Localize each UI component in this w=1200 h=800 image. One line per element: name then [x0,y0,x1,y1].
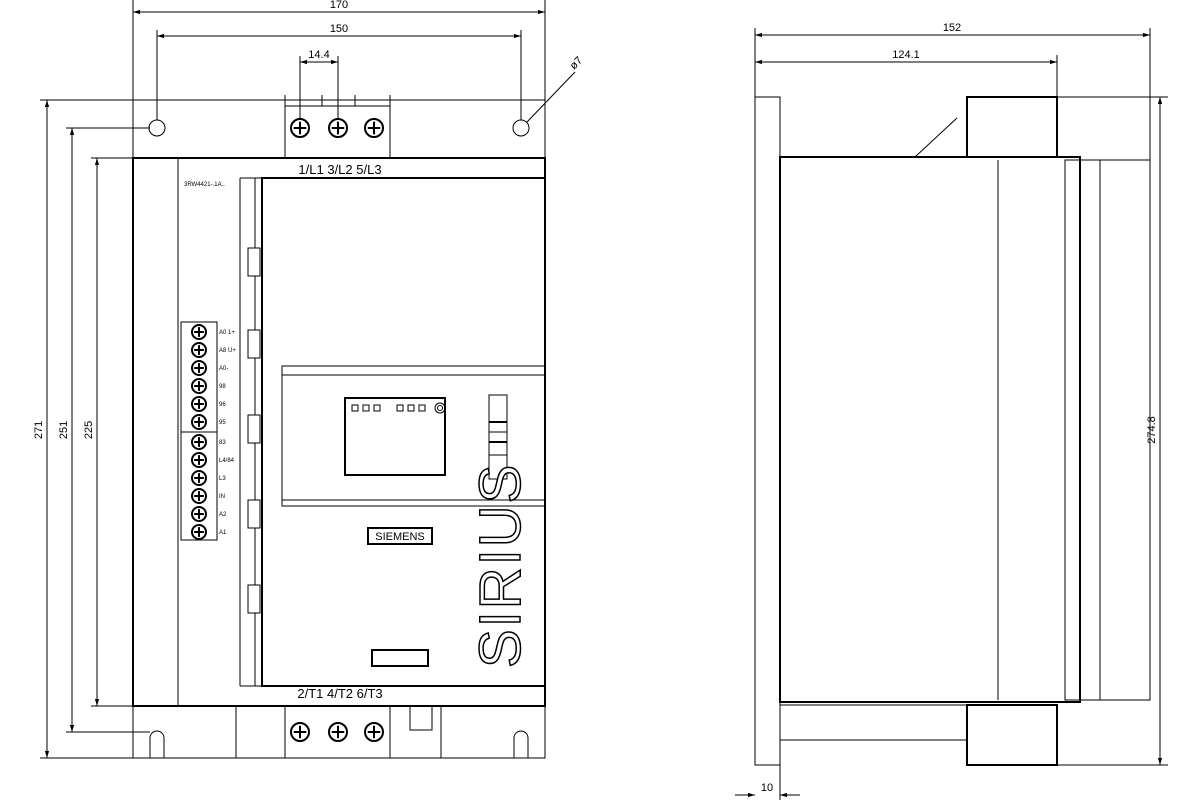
side-front-cover-edge [1099,159,1151,701]
control-terminal-label: 96 [219,402,226,408]
control-terminal-screw [191,488,207,504]
power-terminal-screw-top [328,118,348,138]
mounting-hole-right [512,119,530,137]
slide-switch [488,394,508,480]
type-label: 3RW4421-.1A.. [184,182,225,188]
side-top-outline [1056,80,1151,160]
bottom-terminal-labels: 2/T1 4/T2 6/T3 [297,686,382,701]
side-view: 152 124.1 274.8 10 [735,22,1168,800]
control-terminal-label: 95 [219,420,226,426]
control-terminal-label: A2 [219,512,227,518]
top-terminal-labels: 1/L1 3/L2 5/L3 [298,162,381,177]
side-top-terminal [966,96,1058,158]
dim-225: 225 [83,421,95,439]
control-terminal-screw [191,524,207,540]
front-view: SIEMENS SIRIUS A0 1+ A8 U+ A0- 98 96 95 83L4/8… [33,0,586,759]
control-terminal-label: A0- [219,366,228,372]
power-terminal-screw-bottom [328,722,348,742]
dim-124-1: 124.1 [892,49,920,61]
dim-170: 170 [330,0,348,11]
control-terminal-label: IN [219,494,225,500]
side-front-cover [1064,159,1101,701]
dim-152: 152 [943,22,961,34]
cover-hinges [247,247,261,614]
mounting-plate-flange [754,96,781,766]
power-terminal-screw-bottom [364,722,384,742]
control-terminal-block [180,321,218,541]
control-terminal-label: 98 [219,384,226,390]
leader-line [914,117,958,158]
mounting-hole-left [148,119,166,137]
control-terminal-screw [191,506,207,522]
dim-10: 10 [761,782,773,794]
dim-hole-diameter: ø7 [568,55,586,73]
side-bottom-terminal [966,704,1058,766]
side-body [779,156,1081,703]
dim-150: 150 [330,23,348,35]
power-terminal-screw-top [364,118,384,138]
control-terminal-screw [191,324,207,340]
bottom-label-slot [371,649,429,667]
dim-251: 251 [58,421,70,439]
dim-274-8: 274.8 [1146,416,1158,444]
siemens-logo: SIEMENS [375,531,425,543]
control-terminal-screw [191,434,207,450]
side-bottom-housing [779,704,968,741]
power-terminal-screw-top [290,118,310,138]
control-terminal-screw [191,470,207,486]
control-terminal-label: L3 [219,476,226,482]
status-leds [351,402,446,414]
control-terminal-screw [191,396,207,412]
front-dimensions [40,0,576,759]
display-module [281,365,546,507]
siemens-logo-plate [367,527,433,545]
control-terminal-screw [191,378,207,394]
control-terminal-label: L4/84 [219,458,235,464]
sirius-logo: SIRIUS [468,463,533,668]
control-terminal-label: A1 [219,530,227,536]
dim-14-4: 14.4 [308,49,329,61]
control-terminal-screw [191,360,207,376]
display-screen [344,397,446,476]
dim-271: 271 [33,421,45,439]
control-terminal-screw [191,414,207,430]
control-terminal-screw [191,342,207,358]
control-terminal-label: A0 1+ [219,330,235,336]
control-terminal-screw [191,452,207,468]
control-terminal-label: A8 U+ [219,348,236,354]
power-terminal-screw-bottom [290,722,310,742]
control-terminal-label: 83 [219,440,226,446]
